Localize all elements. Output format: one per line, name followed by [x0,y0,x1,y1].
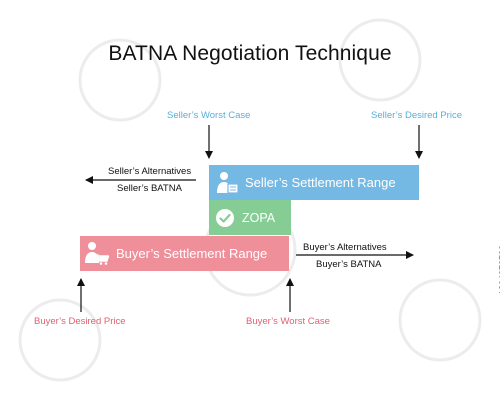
buyer-worst-case-label: Buyer’s Worst Case [246,316,330,327]
seller-person-icon [217,171,239,194]
buyer-settlement-range-bar: Buyer’s Settlement Range [80,236,289,271]
zopa-bar: ZOPA [209,200,291,235]
buyer-settlement-range-text: Buyer’s Settlement Range [116,246,268,261]
seller-desired-price-label: Seller’s Desired Price [371,110,462,121]
zopa-text: ZOPA [242,210,276,225]
seller-worst-case-label: Seller’s Worst Case [167,110,251,121]
seller-alternatives-label: Seller’s Alternatives [108,166,192,177]
buyer-alternatives-label: Buyer’s Alternatives [303,242,387,253]
buyer-batna-label: Buyer’s BATNA [316,259,382,270]
seller-batna-label: Seller’s BATNA [117,183,182,194]
checkmark-circle-icon [216,208,234,227]
diagram-title: BATNA Negotiation Technique [108,42,392,65]
buyer-person-cart-icon [85,241,110,265]
buyer-desired-price-label: Buyer’s Desired Price [34,316,126,327]
seller-settlement-range-bar: Seller’s Settlement Range [209,165,419,200]
seller-settlement-range-text: Seller’s Settlement Range [245,175,396,190]
